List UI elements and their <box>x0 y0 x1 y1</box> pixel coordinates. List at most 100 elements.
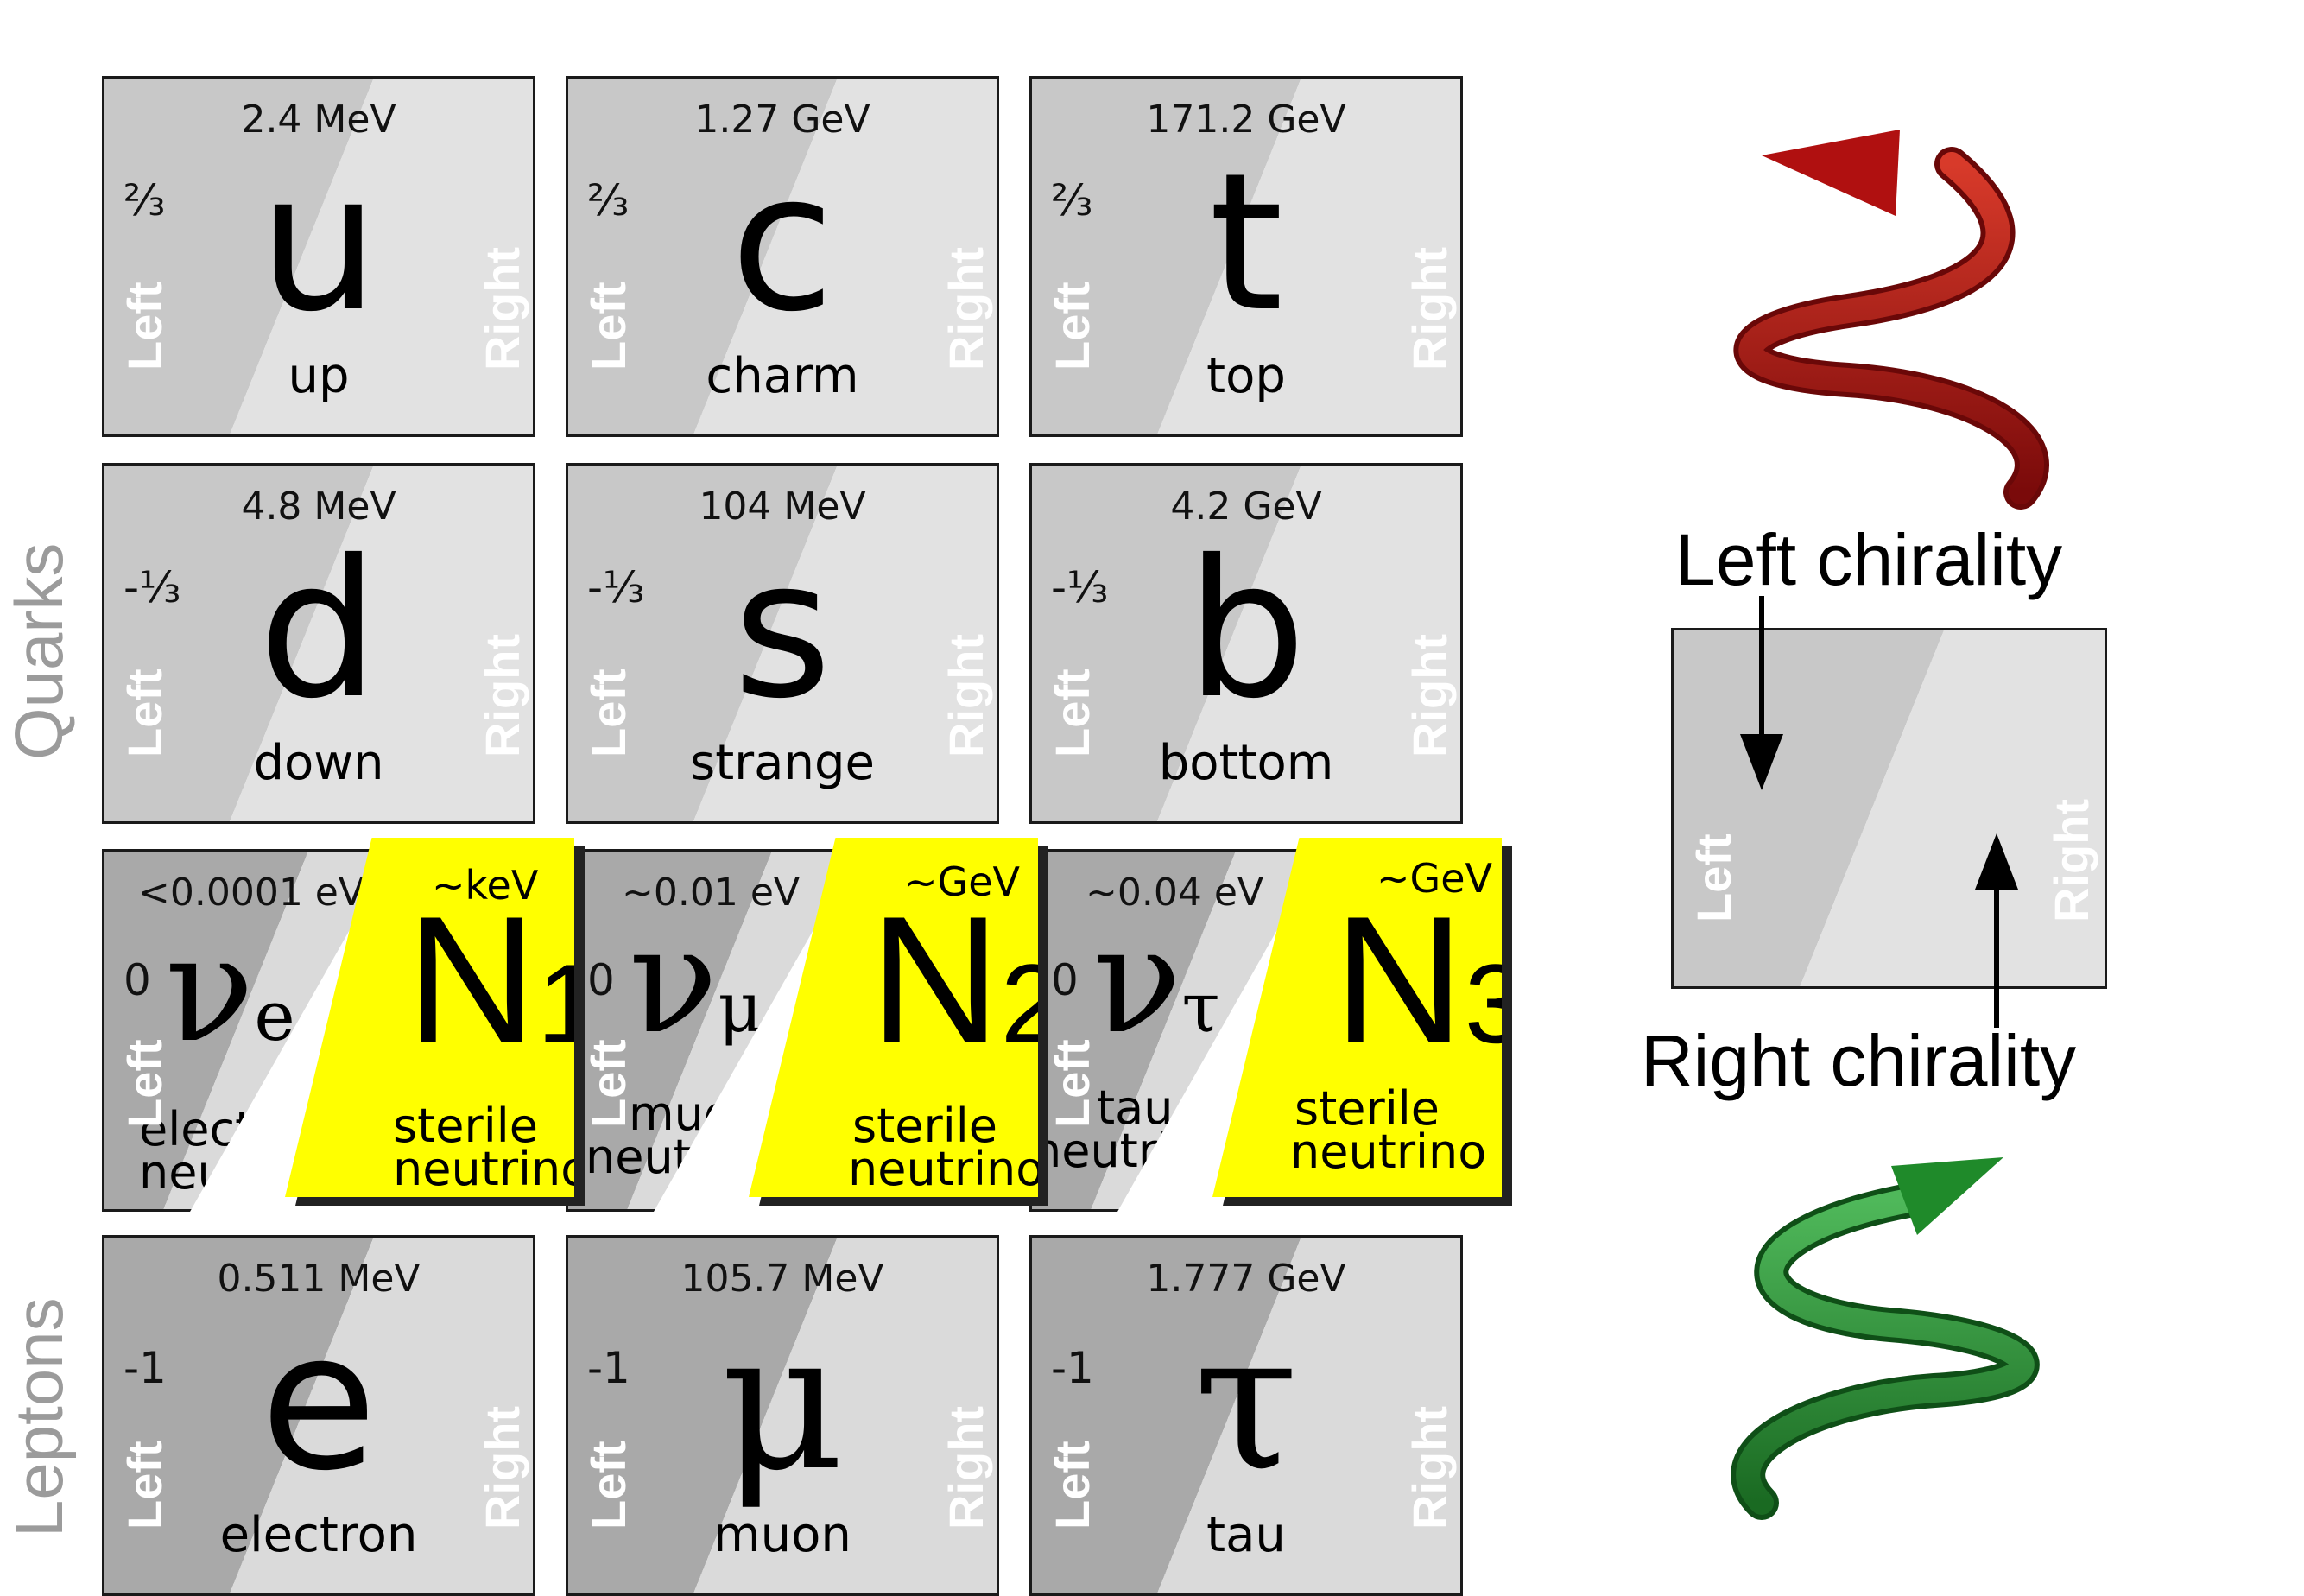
mass: ~GeV <box>904 858 1020 905</box>
left-label: Left <box>1045 1039 1099 1128</box>
right-label: Right <box>939 246 993 370</box>
right-chirality-label: Right chirality <box>1641 1020 2077 1101</box>
left-chirality-arrow-icon <box>1740 596 1783 790</box>
particle-name: electron <box>219 1507 418 1563</box>
right-helix-arrow-icon <box>1731 1157 2040 1520</box>
left-label: Left <box>581 1441 636 1530</box>
mass: 4.2 GeV <box>1170 484 1322 529</box>
sterile-symbol: N1 <box>406 878 599 1103</box>
symbol: ν <box>165 904 255 1075</box>
particle-name: bottom <box>1158 735 1334 791</box>
symbol: μ <box>720 1291 845 1512</box>
particle-name-line1: sterile <box>1294 1081 1440 1136</box>
left-label: Left <box>581 668 636 757</box>
symbol: d <box>258 519 379 740</box>
subscript: μ <box>718 967 763 1048</box>
particle-name-line2: neutrino <box>1032 1124 1229 1178</box>
quarks-label: Quarks <box>1 542 77 760</box>
quark-top-cell: 171.2 GeV ⅔ t top Left Right <box>1029 76 1463 437</box>
symbol: b <box>1186 519 1307 740</box>
symbol: u <box>258 132 379 353</box>
symbol: t <box>1208 132 1284 353</box>
left-label: Left <box>1687 833 1741 922</box>
particle-name-line1: tau <box>1097 1080 1174 1135</box>
nu-symbol: ντ <box>1092 895 1220 1094</box>
mass: ~0.04 eV <box>1086 871 1263 915</box>
left-label: Left <box>117 668 172 757</box>
subscript: 3 <box>1464 940 1527 1067</box>
mass: ~keV <box>432 862 539 909</box>
quark-bottom-cell: 4.2 GeV -⅓ b bottom Left Right <box>1029 463 1463 824</box>
right-label: Right <box>475 1405 529 1530</box>
mass: 171.2 GeV <box>1146 98 1346 142</box>
mass: <0.0001 eV <box>138 871 364 915</box>
particle-name: muon <box>713 1507 851 1563</box>
particle-name-line1: sterile <box>852 1099 997 1153</box>
mass: ~GeV <box>1377 855 1492 902</box>
symbol: e <box>260 1291 377 1512</box>
right-label: Right <box>475 246 529 370</box>
left-helix-arrow-icon <box>1733 130 2049 510</box>
left-label: Left <box>1045 1441 1099 1530</box>
charge: 0 <box>123 955 151 1005</box>
charge: 0 <box>1051 955 1079 1005</box>
mass: 4.8 MeV <box>241 484 396 529</box>
right-label: Right <box>475 633 529 757</box>
sterile-symbol: N3 <box>1333 881 1527 1103</box>
subscript: 1 <box>536 940 599 1067</box>
right-label: Right <box>939 633 993 757</box>
lepton-muon-cell: 105.7 MeV -1 μ muon Left Right <box>566 1235 999 1596</box>
left-label: Left <box>117 282 172 370</box>
particle-name-line2: neutrino <box>393 1142 590 1196</box>
subscript: 2 <box>1000 940 1063 1067</box>
right-label: Right <box>939 1405 993 1530</box>
charge: ⅔ <box>123 175 166 225</box>
left-label: Left <box>581 1039 636 1128</box>
particle-name: down <box>253 735 384 791</box>
charge: -⅓ <box>1051 562 1109 612</box>
right-label: Right <box>1402 1405 1457 1530</box>
charge: 0 <box>587 955 615 1005</box>
particle-name: top <box>1206 348 1286 404</box>
mass: 1.27 GeV <box>694 98 870 142</box>
right-label: Right <box>2044 798 2098 922</box>
particle-name-line2: neutrino <box>848 1142 1045 1196</box>
charge: ⅔ <box>587 175 630 225</box>
quark-down-cell: 4.8 MeV -⅓ d down Left Right <box>102 463 535 824</box>
lepton-electron-cell: 0.511 MeV -1 e electron Left Right <box>102 1235 535 1596</box>
nu-symbol: νe <box>165 903 295 1103</box>
mass: ~0.01 eV <box>622 871 800 915</box>
subscript: e <box>254 976 295 1056</box>
right-chirality-arrow-icon <box>1975 833 2018 1028</box>
particle-name-line1: sterile <box>393 1099 538 1153</box>
symbol: τ <box>1193 1291 1299 1512</box>
particle-name: charm <box>706 348 859 404</box>
left-label: Left <box>1045 668 1099 757</box>
particle-name: tau <box>1206 1507 1286 1563</box>
mass: 104 MeV <box>699 484 866 529</box>
left-label: Left <box>1045 282 1099 370</box>
right-label: Right <box>1402 246 1457 370</box>
left-label: Left <box>117 1441 172 1530</box>
symbol: c <box>730 132 835 353</box>
left-chirality-label: Left chirality <box>1675 519 2063 600</box>
symbol: N <box>406 878 537 1081</box>
charge: -⅓ <box>587 562 645 612</box>
mass: 1.777 GeV <box>1146 1257 1346 1301</box>
symbol: s <box>732 519 832 740</box>
charge: -1 <box>1051 1343 1094 1393</box>
mass: 2.4 MeV <box>241 98 396 142</box>
charge: ⅔ <box>1051 175 1093 225</box>
lepton-tau-cell: 1.777 GeV -1 τ tau Left Right <box>1029 1235 1463 1596</box>
symbol: N <box>870 878 1001 1081</box>
particle-name-line2: neutrino <box>1290 1124 1487 1179</box>
charge: -1 <box>587 1343 630 1393</box>
particle-name: up <box>288 348 350 404</box>
legend-cell: Left Right <box>1671 628 2107 989</box>
subscript: τ <box>1181 967 1220 1048</box>
right-label: Right <box>1402 633 1457 757</box>
left-label: Left <box>581 282 636 370</box>
mass: 0.511 MeV <box>217 1257 421 1301</box>
sterile-symbol: N2 <box>870 878 1063 1103</box>
particle-name-line2: neutrino <box>585 1130 782 1184</box>
